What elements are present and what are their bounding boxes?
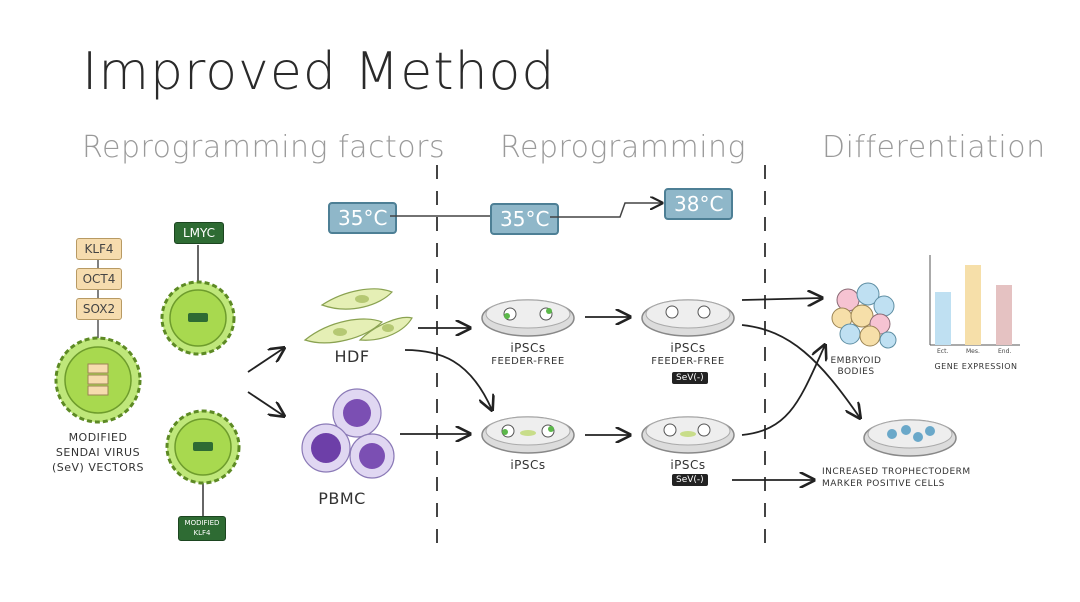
dish-ipsc-sev — [641, 416, 735, 454]
dish4-sev-badge: SeV(-) — [672, 474, 708, 486]
bar-end — [996, 285, 1012, 345]
dish2-label: iPSCs FEEDER-FREE — [651, 341, 725, 368]
dish-ipsc-feeder-free-sev — [641, 299, 735, 337]
trophectoderm-dish — [863, 419, 957, 457]
dish3-label: iPSCs — [510, 458, 546, 472]
arrow-hdf-to-dish3 — [404, 349, 492, 410]
embryoid-bodies — [831, 282, 897, 349]
factor-tag-sox2: SOX2 — [76, 298, 122, 320]
section-reprogramming-factors: Reprogramming factors — [82, 130, 446, 165]
dish-ipsc-feeder-free — [481, 299, 575, 337]
pbmc-label: PBMC — [318, 489, 366, 508]
gene-expression-label: GENE EXPRESSION — [934, 362, 1018, 371]
sendai-label: MODIFIED SENDAI VIRUS (SeV) VECTORS — [51, 431, 144, 474]
embryoid-label: EMBRYOID BODIES — [830, 356, 882, 377]
lmyc-virus — [160, 280, 236, 356]
sendai-virus — [54, 336, 142, 424]
page-title: Improved Method — [82, 42, 556, 102]
dish-ipsc — [481, 416, 575, 454]
pbmc-cells — [301, 388, 395, 479]
temperature-38: 38°C — [664, 188, 734, 220]
gene-expression-chart — [929, 255, 1020, 346]
end-label: End. — [998, 348, 1012, 355]
temperature-35-b: 35°C — [490, 203, 560, 235]
dish4-label: iPSCs — [670, 458, 706, 472]
temperature-35-a: 35°C — [328, 202, 398, 234]
section-differentiation: Differentiation — [822, 130, 1046, 165]
arrow-to-embryoid-1 — [741, 298, 822, 300]
dish2-sev-badge: SeV(-) — [672, 372, 708, 384]
hdf-label: HDF — [334, 347, 370, 366]
factor-tag-klf4: KLF4 — [76, 238, 122, 260]
trophectoderm-label: INCREASED TROPHECTODERM MARKER POSITIVE … — [822, 467, 971, 489]
arrow-to-pbmc — [247, 391, 284, 416]
arrow-to-hdf — [247, 348, 284, 373]
bar-mes — [965, 265, 981, 345]
bar-ect — [935, 292, 951, 345]
factor-tag-oct4: OCT4 — [76, 268, 122, 290]
hdf-cells — [303, 288, 413, 344]
lmyc-tag: LMYC — [174, 222, 224, 244]
dish1-label: iPSCs FEEDER-FREE — [491, 341, 565, 368]
modified-klf4-tag: MODIFIED KLF4 — [178, 516, 226, 541]
ect-label: Ect. — [937, 348, 949, 355]
arrow-to-trophectoderm — [741, 324, 860, 418]
temp-line-2 — [550, 203, 662, 218]
mes-label: Mes. — [966, 348, 980, 355]
klf4-virus — [165, 409, 241, 485]
arrow-to-embryoid-2 — [741, 345, 825, 436]
section-reprogramming: Reprogramming — [500, 130, 747, 165]
